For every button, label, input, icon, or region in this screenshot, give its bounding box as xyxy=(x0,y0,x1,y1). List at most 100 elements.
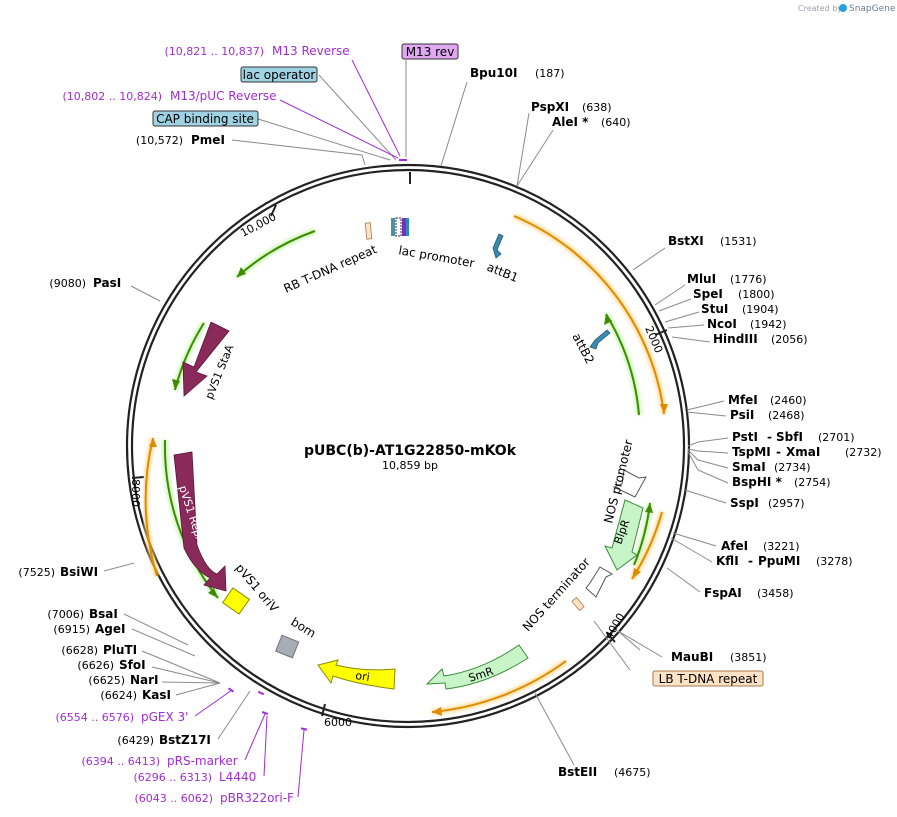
site-mfei-pos: (2460) xyxy=(770,394,807,407)
nos-promoter-arrow xyxy=(612,469,647,498)
tick-8000 xyxy=(131,476,145,479)
cap-binding-site-box xyxy=(152,110,259,127)
site-psti-pos: (2701) xyxy=(818,431,855,444)
site-pluti-name: PluTI xyxy=(103,643,137,657)
site-bstz17i-pos: (6429) xyxy=(117,734,154,747)
feature-arc-orange-left xyxy=(142,437,160,577)
cap-binding-mark xyxy=(391,218,395,236)
site-fspai-pos: (3458) xyxy=(757,587,794,600)
site-afei-pos: (3221) xyxy=(763,540,800,553)
lac-operator-box-label: lac operator xyxy=(243,68,316,82)
ori-label: ori xyxy=(355,669,371,684)
rb-tdna-repeat-mark xyxy=(364,222,373,240)
svg-text:-: - xyxy=(776,445,781,459)
site-maubi-name: MauBI xyxy=(671,650,713,664)
site-sspi-pos: (2957) xyxy=(768,497,805,510)
rb-tdna-repeat-label: RB T-DNA repeat xyxy=(282,242,380,296)
site-psii-name: PsiI xyxy=(730,408,754,422)
site-bsphi-name: BspHI * xyxy=(732,475,783,489)
lb-tdna-repeat-mark xyxy=(571,596,585,612)
m13-puc-reverse-range: (10,802 .. 10,824) xyxy=(62,90,162,103)
site-hindiii-pos: (2056) xyxy=(771,333,808,346)
lb-tdna-repeat-box xyxy=(652,670,764,687)
smr-arrow xyxy=(425,644,529,690)
site-mfei-name: MfeI xyxy=(728,393,758,407)
site-kfli-name: KflI xyxy=(716,554,739,568)
pgex3-name: pGEX 3' xyxy=(141,710,188,724)
pbr322ori-f-name: pBR322ori-F xyxy=(220,791,294,805)
watermark-brand: SnapGene xyxy=(849,4,896,14)
m13-rev-box xyxy=(401,43,459,60)
site-agei-pos: (6915) xyxy=(53,623,90,636)
site-stui-name: StuI xyxy=(701,302,728,316)
blpr-arrow xyxy=(604,499,644,571)
m13-reverse-range: (10,821 .. 10,837) xyxy=(164,45,264,58)
site-pmei-pos: (10,572) xyxy=(136,134,183,147)
ori-arrow xyxy=(317,659,396,690)
site-maubi-pos: (3851) xyxy=(730,651,767,664)
backbone-inner-ring xyxy=(130,168,686,724)
feature-arc-orange-bottom xyxy=(431,658,568,716)
site-mlui-name: MluI xyxy=(687,272,716,286)
site-bstxi-name: BstXI xyxy=(668,234,704,248)
feature-arc-green-left-lower xyxy=(161,439,221,600)
site-kasi-pos: (6624) xyxy=(100,689,137,702)
feature-arc-orange-top-right xyxy=(512,213,668,415)
site-kasi-name: KasI xyxy=(142,688,171,702)
attb1-arrow xyxy=(492,233,504,259)
site-agei-name: AgeI xyxy=(95,622,125,636)
smr-label: SmR xyxy=(467,665,495,685)
pbr322ori-f-range: (6043 .. 6062) xyxy=(134,792,213,805)
site-afei-name: AfeI xyxy=(721,539,748,553)
site-alei-pos: (640) xyxy=(601,116,631,129)
lac-operator-box xyxy=(240,66,318,83)
site-hindiii-name: HindIII xyxy=(713,332,758,346)
site-sfoi-pos: (6626) xyxy=(77,659,114,672)
m13-rev-mark xyxy=(402,218,406,236)
site-tspmi-pos: (2732) xyxy=(845,446,882,459)
pvs1-repa-arrow xyxy=(173,451,227,592)
plasmid-name: pUBC(b)-AT1G22850-mKOk xyxy=(304,443,517,459)
watermark-created-by: Created by xyxy=(798,4,842,13)
site-bsteii-name: BstEII xyxy=(558,765,597,779)
bom-label: bom xyxy=(288,615,318,641)
primer-marks xyxy=(227,159,407,731)
tick-10000 xyxy=(270,204,277,217)
site-mlui-pos: (1776) xyxy=(730,273,767,286)
svg-text:-: - xyxy=(767,430,772,444)
snapgene-logo-icon xyxy=(839,4,847,12)
site-smai-pos: (2734) xyxy=(774,461,811,474)
site-ppumi-name: PpuMI xyxy=(758,554,800,568)
prs-marker-name: pRS-marker xyxy=(167,754,238,768)
site-bsiwi-name: BsiWI xyxy=(60,565,98,579)
l4440-name: L4440 xyxy=(219,770,256,784)
l4440-range: (6296 .. 6313) xyxy=(133,771,212,784)
site-bsiwi-pos: (7525) xyxy=(18,566,55,579)
m13-reverse-name: M13 Reverse xyxy=(272,44,350,58)
site-ncoi-name: NcoI xyxy=(707,317,737,331)
m13-rev-box-label: M13 rev xyxy=(406,45,455,59)
site-fspai-name: FspAI xyxy=(704,586,742,600)
site-bsphi-pos: (2754) xyxy=(794,476,831,489)
site-pasi-name: PasI xyxy=(93,276,121,290)
feature-arc-green-top-left xyxy=(235,228,317,280)
site-nari-pos: (6625) xyxy=(88,674,125,687)
feature-arc-orange-small xyxy=(629,511,665,581)
site-pspxi-name: PspXI xyxy=(531,100,569,114)
pvs1-oriv-box xyxy=(221,587,251,615)
primer-lines xyxy=(194,59,401,798)
svg-text:-: - xyxy=(748,554,753,568)
nos-terminator-label: NOS terminator xyxy=(520,555,593,634)
lac-operator-mark xyxy=(406,218,409,236)
attb2-arrow xyxy=(589,329,611,350)
tick-2000 xyxy=(654,329,668,336)
site-xmai-name: XmaI xyxy=(786,445,820,459)
attb2-label: attB2 xyxy=(569,331,597,366)
lac-promoter-mark xyxy=(395,217,402,237)
site-ncoi-pos: (1942) xyxy=(750,318,787,331)
site-sspi-name: SspI xyxy=(730,496,759,510)
tick-label-6000: 6000 xyxy=(324,716,352,729)
feature-arc-green-right xyxy=(603,312,642,416)
lb-tdna-repeat-box-label: LB T-DNA repeat xyxy=(659,672,758,686)
site-alei-name: AleI * xyxy=(552,115,589,129)
